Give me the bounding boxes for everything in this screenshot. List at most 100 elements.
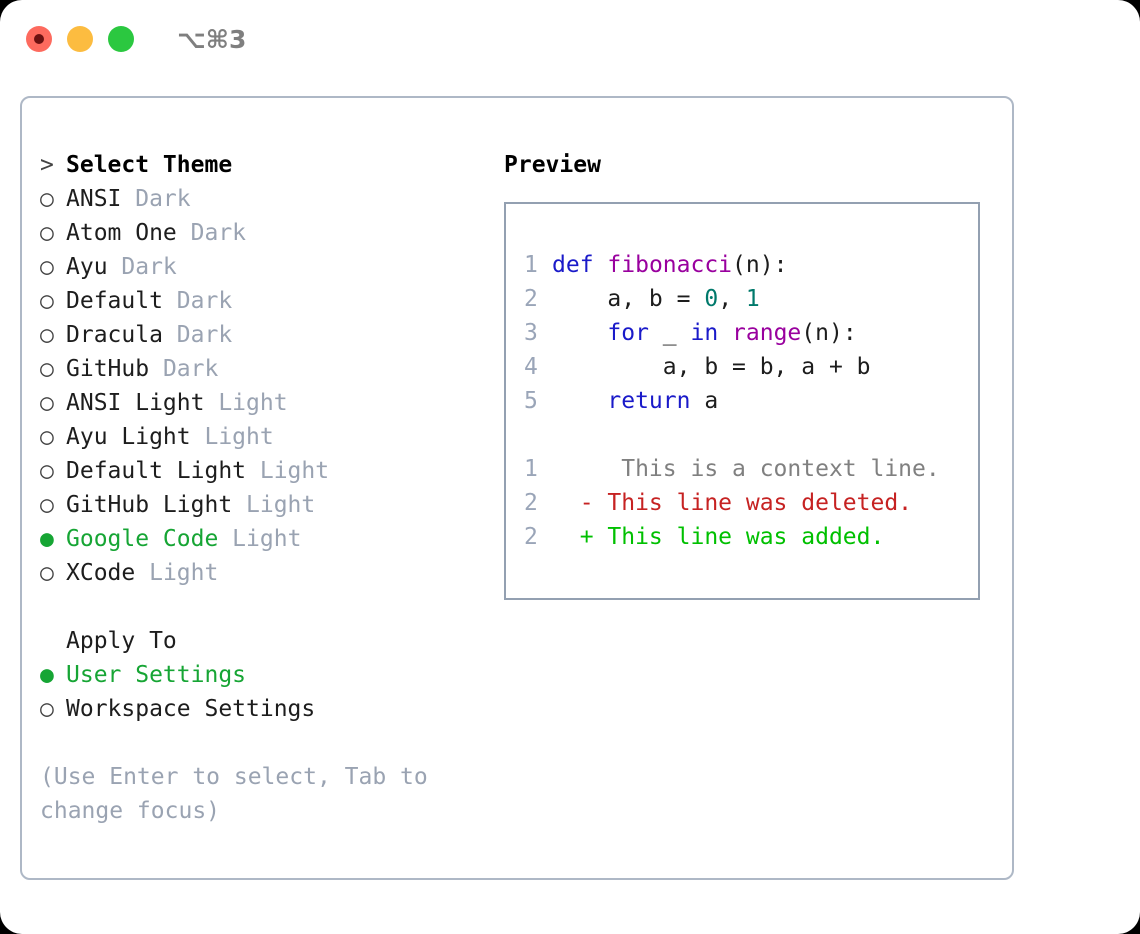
theme-name: Dracula <box>66 322 163 348</box>
theme-list-item[interactable]: ○ XCode Light <box>40 556 480 590</box>
code-token: def <box>552 252 594 278</box>
code-line: 4 a, b = b, a + b <box>524 350 978 384</box>
radio-unselected-icon: ○ <box>40 254 54 280</box>
diff-sample: 1 This is a context line. 2 - This line w… <box>524 452 978 554</box>
diff-marker <box>552 456 594 482</box>
theme-list-item[interactable]: ○GitHub Light Light <box>40 488 480 522</box>
code-token: (n): <box>732 252 788 278</box>
theme-list-item[interactable]: ○ ANSI Light Light <box>40 386 480 420</box>
radio-unselected-icon: ○ <box>40 186 54 212</box>
radio-unselected-icon: ○ <box>40 356 54 382</box>
theme-name: XCode <box>66 560 136 586</box>
theme-name: Atom One <box>66 220 177 246</box>
theme-name: Default Light <box>66 458 247 484</box>
radio-unselected-icon: ○ <box>40 492 54 518</box>
code-token: a, b = b, a + b <box>552 354 871 380</box>
line-number: 2 <box>524 286 538 312</box>
code-token: (n): <box>801 320 857 346</box>
theme-list-item[interactable]: ○ ANSI Dark <box>40 182 480 216</box>
apply-to-options: ●User Settings ○ Workspace Settings <box>40 658 480 726</box>
code-token <box>552 388 607 414</box>
line-number: 1 <box>524 456 538 482</box>
line-number: 3 <box>524 320 538 346</box>
radio-unselected-icon: ○ <box>40 560 54 586</box>
maximize-button[interactable] <box>108 26 134 52</box>
theme-list-title: Select Theme <box>66 152 233 178</box>
theme-variant: Dark <box>176 220 247 246</box>
apply-to-label: Workspace Settings <box>66 696 316 722</box>
theme-variant: Light <box>204 390 288 416</box>
preview-title: Preview <box>504 152 601 178</box>
keyboard-shortcut-label: ⌥⌘3 <box>177 24 247 54</box>
line-number: 2 <box>524 524 538 550</box>
radio-unselected-icon: ○ <box>40 288 54 314</box>
theme-variant: Light <box>190 424 274 450</box>
code-line: 5 return a <box>524 384 978 418</box>
theme-name: Ayu Light <box>66 424 191 450</box>
code-token: fibonacci <box>607 252 733 278</box>
code-token <box>718 320 732 346</box>
theme-name: GitHub <box>66 356 150 382</box>
diff-text: This line was added. <box>593 524 885 550</box>
minimize-button[interactable] <box>67 26 93 52</box>
theme-name: Google Code <box>66 526 219 552</box>
content-panel: >Select Theme ○ ANSI Dark ○ Atom One Dark ○ Ay… <box>20 96 1014 880</box>
theme-variant: Dark <box>121 186 191 212</box>
apply-to-option[interactable]: ○ Workspace Settings <box>40 692 480 726</box>
apply-to-title: Apply To <box>66 628 177 654</box>
theme-name: GitHub Light <box>66 492 233 518</box>
code-token: for <box>607 320 649 346</box>
diff-text: This is a context line. <box>593 456 940 482</box>
diff-line: 1 This is a context line. <box>524 452 978 486</box>
theme-list-item[interactable]: ○ Ayu Light Light <box>40 420 480 454</box>
theme-list-item[interactable]: ○Dracula Dark <box>40 318 480 352</box>
theme-list-item[interactable]: ●Google Code Light <box>40 522 480 556</box>
code-token: a <box>690 388 719 414</box>
radio-unselected-icon: ○ <box>40 322 54 348</box>
line-number: 2 <box>524 490 538 516</box>
theme-name: Ayu <box>66 254 108 280</box>
line-number: 5 <box>524 388 538 414</box>
apply-to-label: User Settings <box>66 662 247 688</box>
theme-variant: Light <box>135 560 219 586</box>
radio-unselected-icon: ○ <box>40 696 54 722</box>
theme-list-item[interactable]: ○ Ayu Dark <box>40 250 480 284</box>
radio-unselected-icon: ○ <box>40 390 54 416</box>
theme-name: ANSI <box>66 186 122 212</box>
close-button[interactable] <box>26 26 52 52</box>
theme-list-item[interactable]: ○ Atom One Dark <box>40 216 480 250</box>
theme-name: ANSI Light <box>66 390 205 416</box>
theme-list-header: >Select Theme <box>40 148 480 182</box>
code-token: 0 <box>704 286 719 312</box>
diff-marker: - <box>552 490 594 516</box>
code-token: 1 <box>745 286 760 312</box>
theme-list: >Select Theme ○ ANSI Dark ○ Atom One Dark ○ Ay… <box>40 148 480 590</box>
hint-text: (Use Enter to select, Tab to change focu… <box>40 760 440 828</box>
theme-variant: Dark <box>107 254 177 280</box>
hint-line-2: change focus) <box>40 798 221 824</box>
line-number: 4 <box>524 354 538 380</box>
radio-unselected-icon: ○ <box>40 424 54 450</box>
theme-list-item[interactable]: ○Default Light Light <box>40 454 480 488</box>
code-token <box>594 252 608 278</box>
radio-unselected-icon: ○ <box>40 220 54 246</box>
apply-to-option[interactable]: ●User Settings <box>40 658 480 692</box>
code-token: in <box>690 320 719 346</box>
code-line: 2 a, b = 0, 1 <box>524 282 978 316</box>
radio-selected-icon: ● <box>40 526 54 552</box>
theme-list-column: >Select Theme ○ ANSI Dark ○ Atom One Dark ○ Ay… <box>40 148 480 828</box>
code-token: return <box>607 388 691 414</box>
radio-unselected-icon: ○ <box>40 458 54 484</box>
code-diff-separator <box>524 418 978 452</box>
theme-list-item[interactable]: ○Default Dark <box>40 284 480 318</box>
code-token: _ <box>648 320 691 346</box>
theme-list-item[interactable]: ○GitHub Dark <box>40 352 480 386</box>
diff-text: This line was deleted. <box>593 490 913 516</box>
theme-variant: Dark <box>162 288 233 314</box>
diff-line: 2 + This line was added. <box>524 520 978 554</box>
